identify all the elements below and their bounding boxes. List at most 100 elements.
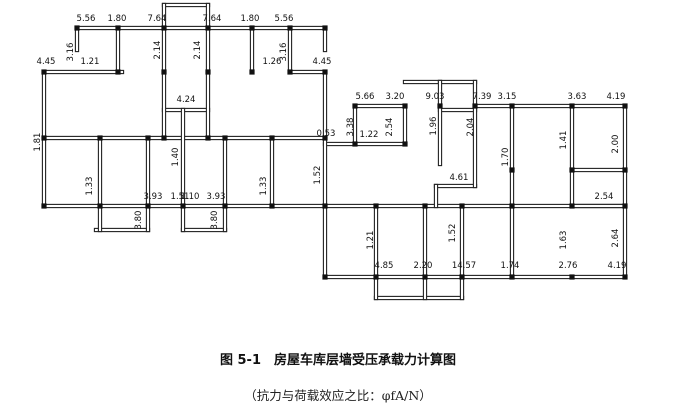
- wall-ratio-label: 1.21: [81, 57, 100, 67]
- wall-junction: [322, 25, 328, 31]
- wall-ratio-label: 4.61: [450, 173, 469, 183]
- wall-horizontal: [287, 69, 328, 75]
- wall-ratio-label: 1.22: [360, 130, 379, 140]
- wall-vertical: [373, 203, 379, 301]
- wall-junction: [472, 103, 478, 109]
- wall-junction: [249, 25, 255, 31]
- wall-ratio-label: 9.03: [426, 92, 445, 102]
- wall-ratio-label: 5.56: [275, 14, 294, 24]
- wall-ratio-label: 2.04: [466, 118, 476, 137]
- wall-horizontal: [569, 167, 628, 173]
- wall-ratio-label: 1.96: [429, 117, 439, 136]
- wall-ratio-label: 1.41: [559, 131, 569, 150]
- wall-ratio-label: 1.70: [501, 148, 511, 167]
- wall-ratio-label: 7.64: [203, 14, 222, 24]
- wall-ratio-label: 2.14: [193, 41, 203, 60]
- wall-ratio-label: 0.53: [317, 129, 336, 139]
- wall-vertical: [205, 25, 211, 141]
- wall-ratio-label: 4.45: [313, 57, 332, 67]
- wall-junction: [569, 167, 575, 173]
- figure-subcaption: （抗力与荷载效应之比：φfA/N）: [244, 388, 432, 403]
- wall-vertical: [97, 135, 103, 233]
- wall-junction: [115, 69, 121, 75]
- wall-junction: [322, 274, 328, 280]
- wall-ratio-label: 1.74: [501, 261, 520, 271]
- wall-horizontal: [352, 141, 408, 147]
- wall-vertical: [180, 107, 186, 233]
- wall-junction: [287, 69, 293, 75]
- wall-junction: [422, 274, 428, 280]
- wall-ratio-label: 1.52: [448, 224, 458, 243]
- junction-layer: [41, 25, 628, 280]
- wall-junction: [569, 103, 575, 109]
- wall-ratio-label: 2.54: [385, 118, 395, 137]
- wall-ratio-label: 3.80: [134, 211, 144, 230]
- wall-junction: [569, 203, 575, 209]
- wall-junction: [205, 25, 211, 31]
- wall-junction: [352, 141, 358, 147]
- wall-ratio-label: 7.39: [473, 92, 492, 102]
- wall-layer: [41, 2, 628, 301]
- wall-junction: [97, 135, 103, 141]
- wall-horizontal: [437, 107, 478, 113]
- wall-junction: [569, 274, 575, 280]
- wall-ratio-label: 2.14: [153, 41, 163, 60]
- wall-ratio-label: 3.16: [66, 43, 76, 62]
- wall-vertical: [322, 69, 328, 280]
- wall-junction: [41, 203, 47, 209]
- wall-junction: [205, 69, 211, 75]
- wall-ratio-label: 5.66: [356, 92, 375, 102]
- wall-ratio-label: 4.19: [608, 261, 627, 271]
- wall-junction: [115, 25, 121, 31]
- wall-junction: [161, 69, 167, 75]
- wall-vertical: [569, 103, 575, 209]
- wall-junction: [145, 203, 151, 209]
- wall-vertical: [145, 135, 151, 233]
- wall-ratio-label: 14.57: [452, 261, 476, 271]
- wall-junction: [205, 135, 211, 141]
- wall-ratio-label: 4.24: [177, 95, 196, 105]
- wall-vertical: [269, 135, 275, 209]
- wall-junction: [509, 103, 515, 109]
- wall-junction: [287, 25, 293, 31]
- wall-ratio-label: 1.33: [259, 177, 269, 196]
- wall-ratio-label: 7.64: [148, 14, 167, 24]
- wall-junction: [41, 135, 47, 141]
- wall-horizontal: [161, 2, 211, 8]
- wall-ratio-label: 1.10: [181, 192, 200, 202]
- wall-vertical: [115, 25, 121, 75]
- wall-vertical: [622, 103, 628, 280]
- wall-junction: [269, 135, 275, 141]
- wall-ratio-label: 1.52: [313, 166, 323, 185]
- wall-ratio-label: 3.20: [386, 92, 405, 102]
- wall-ratio-label: 3.93: [207, 192, 226, 202]
- wall-ratio-label: 4.85: [375, 261, 394, 271]
- wall-junction: [373, 203, 379, 209]
- wall-junction: [437, 103, 443, 109]
- wall-horizontal: [433, 183, 478, 189]
- wall-ratio-label: 3.16: [279, 43, 289, 62]
- wall-ratio-label: 3.15: [498, 92, 517, 102]
- wall-ratio-label: 1.21: [366, 231, 376, 250]
- wall-vertical: [459, 203, 465, 301]
- wall-junction: [459, 274, 465, 280]
- wall-ratio-label: 4.45: [37, 57, 56, 67]
- wall-vertical: [509, 103, 515, 280]
- wall-junction: [622, 203, 628, 209]
- wall-horizontal: [402, 79, 443, 85]
- figure-caption: 图 5-1 房屋车库层墙受压承载力计算图: [219, 353, 456, 368]
- wall-junction: [145, 135, 151, 141]
- wall-ratio-label: 3.93: [144, 192, 163, 202]
- wall-vertical: [249, 25, 255, 75]
- wall-ratio-label: 2.20: [414, 261, 433, 271]
- wall-junction: [402, 103, 408, 109]
- wall-junction: [373, 274, 379, 280]
- wall-horizontal: [352, 103, 408, 109]
- wall-junction: [622, 167, 628, 173]
- wall-junction: [180, 203, 186, 209]
- wall-ratio-label: 1.63: [559, 231, 569, 250]
- wall-ratio-label: 1.81: [33, 133, 43, 152]
- wall-ratio-label: 1.51: [171, 192, 190, 202]
- wall-ratio-label: 3.38: [346, 118, 356, 137]
